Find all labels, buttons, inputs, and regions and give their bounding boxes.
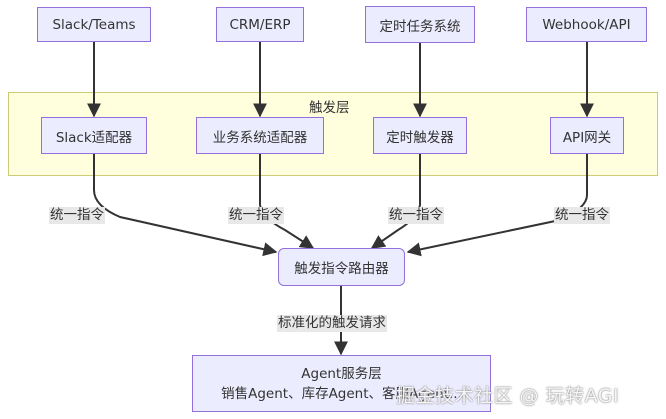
timer-trigger: 定时触发器	[373, 117, 467, 154]
adapter-label: 定时触发器	[386, 129, 454, 146]
edge-label-unified: 统一指令	[228, 207, 284, 224]
adapter-label: API网关	[562, 129, 612, 146]
source-label: Webhook/API	[542, 16, 631, 33]
source-label: Slack/Teams	[52, 16, 136, 33]
watermark: 掘金技术社区 @ 玩转AGI	[396, 385, 620, 407]
adapter-label: 业务系统适配器	[212, 129, 308, 146]
router-label: 触发指令路由器	[294, 261, 389, 277]
source-scheduler-system: 定时任务系统	[365, 6, 475, 43]
edge-business-adapter-to-router	[259, 153, 315, 249]
slack-adapter: Slack适配器	[41, 117, 147, 154]
trigger-router: 触发指令路由器	[278, 248, 405, 286]
trigger-layer-title: 触发层	[309, 100, 350, 116]
source-slack-teams: Slack/Teams	[37, 7, 151, 42]
source-crm-erp: CRM/ERP	[216, 7, 304, 42]
source-webhook-api: Webhook/API	[526, 7, 647, 42]
source-label: 定时任务系统	[379, 18, 461, 35]
edge-label-unified: 统一指令	[49, 207, 105, 224]
api-gateway: API网关	[550, 117, 624, 154]
edge-gateway-to-router	[406, 153, 588, 257]
adapter-label: Slack适配器	[55, 129, 133, 146]
edge-label-unified: 统一指令	[554, 207, 610, 224]
agent-layer-subtitle: 销售Agent、库存Agent、客服Agent...	[221, 385, 462, 402]
edge-label-standardized: 标准化的触发请求	[277, 315, 387, 332]
edge-slack-adapter-to-router	[93, 153, 278, 257]
business-adapter: 业务系统适配器	[196, 117, 324, 154]
agent-layer-title: Agent服务层	[301, 365, 382, 382]
agent-service-layer: Agent服务层 销售Agent、库存Agent、客服Agent...	[192, 355, 491, 412]
edge-timer-to-router	[370, 153, 421, 249]
source-label: CRM/ERP	[229, 16, 291, 33]
edge-label-unified: 统一指令	[388, 207, 444, 224]
